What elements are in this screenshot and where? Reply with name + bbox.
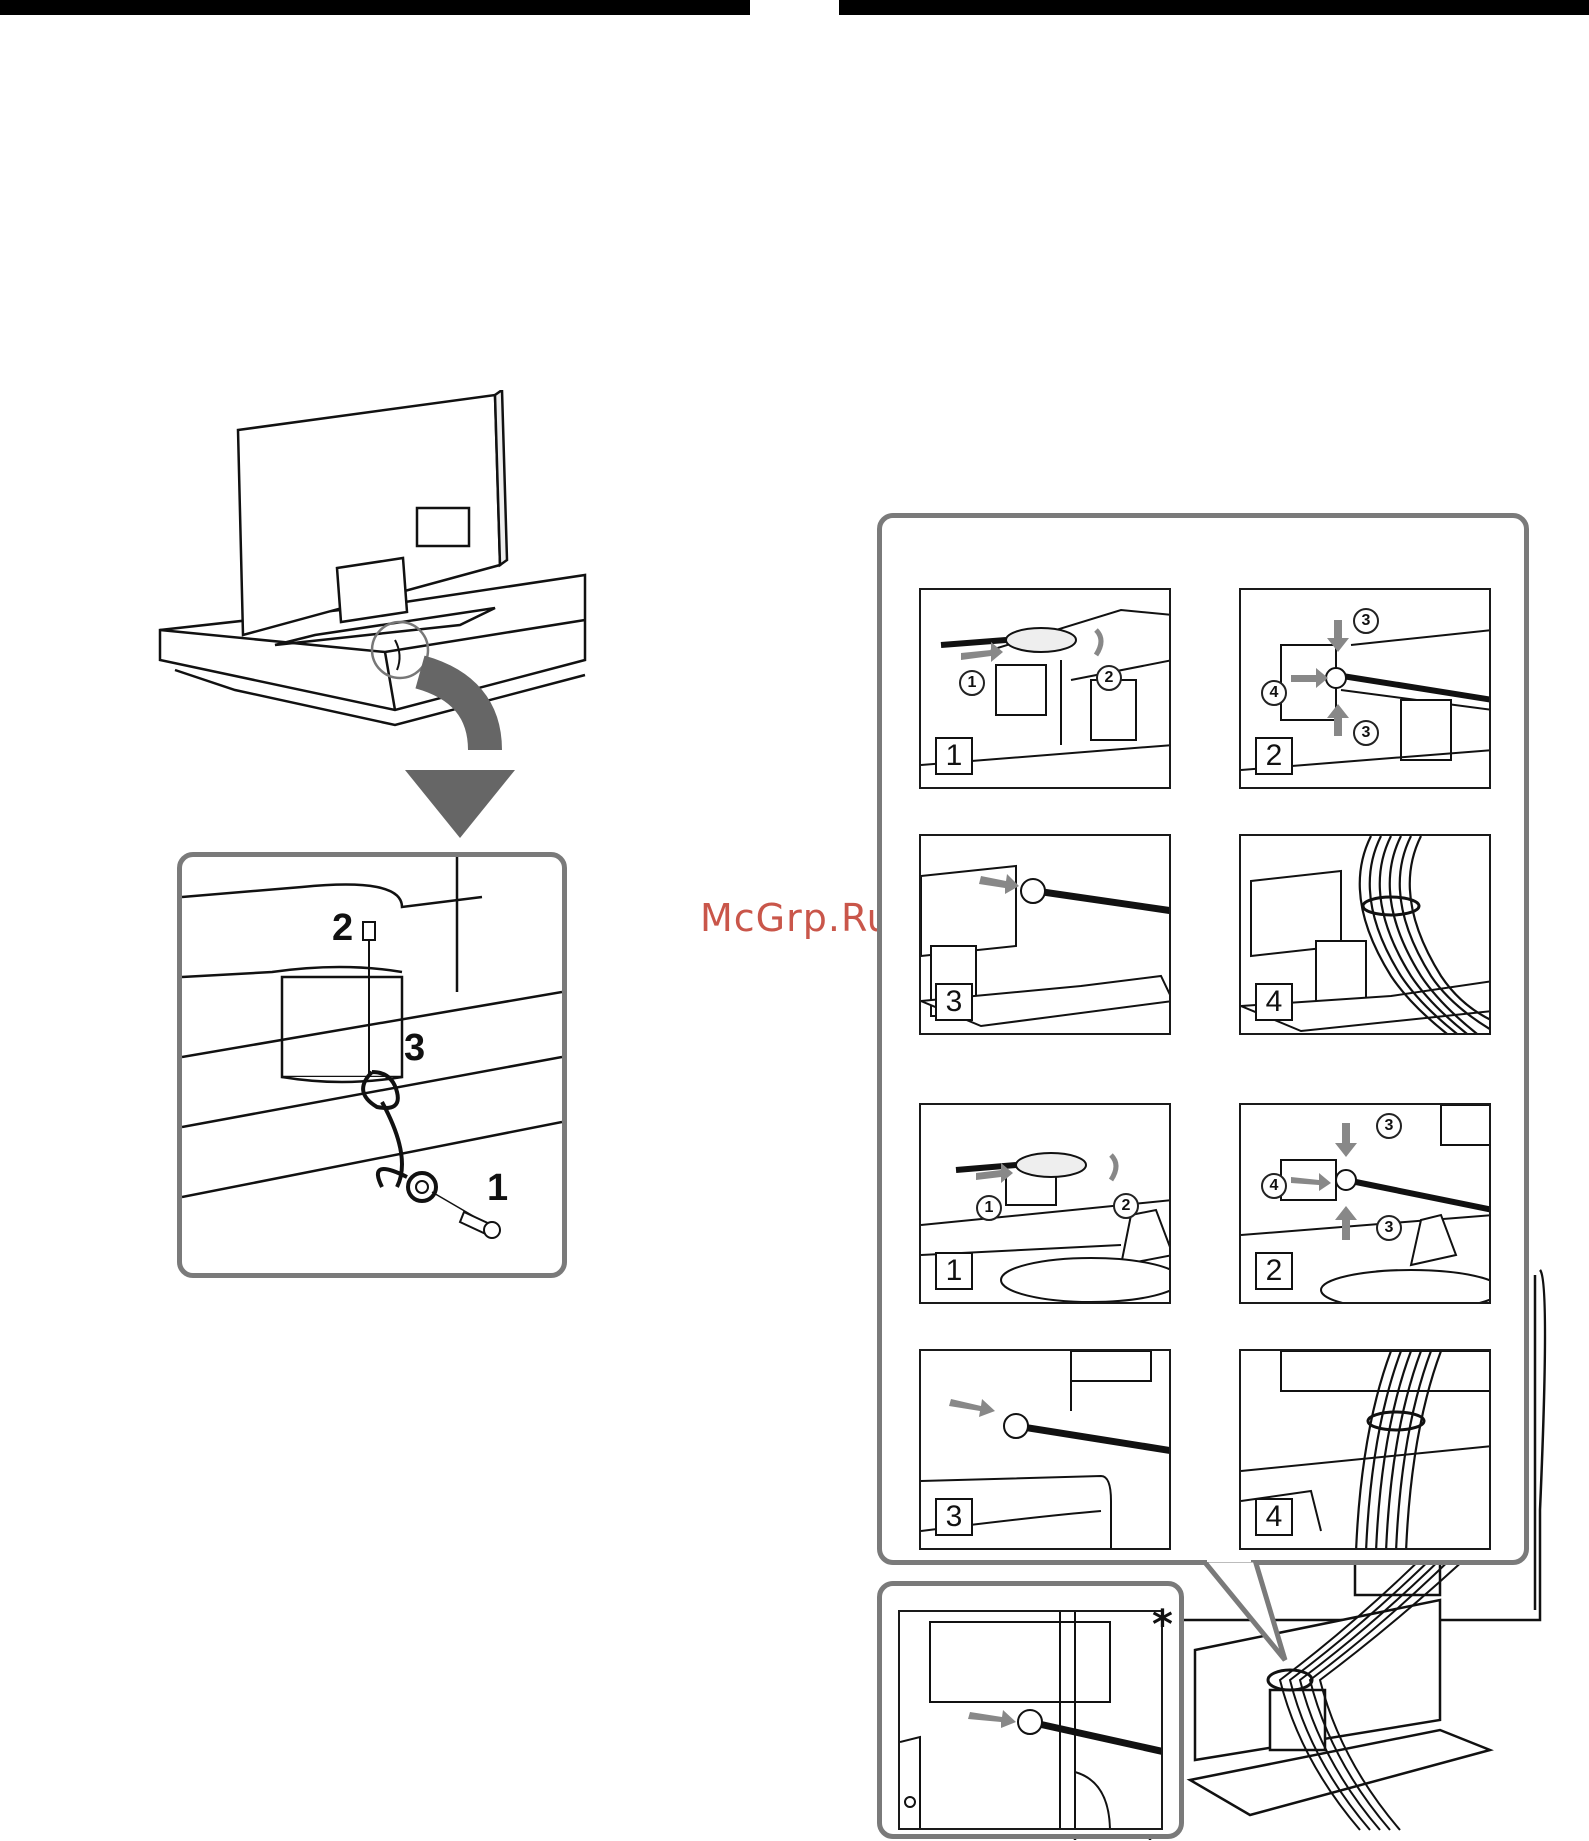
upper-step-4-panel: 4	[1239, 834, 1491, 1035]
circled-1-lower: 1	[976, 1195, 1002, 1221]
watermark: McGrp.Ru	[700, 896, 892, 940]
callout-pointer	[1195, 1560, 1335, 1670]
circled-4: 4	[1261, 680, 1287, 706]
lower-step-1-label: 1	[935, 1252, 973, 1290]
lower-step-4-panel: 4	[1239, 1349, 1491, 1550]
step-number-2: 2	[332, 907, 353, 950]
upper-step-2-label: 2	[1255, 737, 1293, 775]
circled-2: 2	[1096, 665, 1122, 691]
inset-detail-frame	[877, 1581, 1184, 1839]
lower-step-3-label: 3	[935, 1498, 973, 1536]
lower-step-3-panel: 3	[919, 1349, 1171, 1550]
top-rule-right	[839, 0, 1589, 15]
upper-step-1-panel: 1 2 1	[919, 588, 1171, 789]
lower-step-1-panel: 1 2 1	[919, 1103, 1171, 1304]
lower-step-4-label: 4	[1255, 1498, 1293, 1536]
step-number-1: 1	[487, 1167, 508, 1210]
upper-step-3-panel: 3	[919, 834, 1171, 1035]
step-number-3: 3	[404, 1027, 425, 1070]
lower-step-2-label: 2	[1255, 1252, 1293, 1290]
upper-step-1-label: 1	[935, 737, 973, 775]
circled-1: 1	[959, 670, 985, 696]
asterisk-marker: *	[1152, 1602, 1173, 1648]
tv-on-stand-illustration	[155, 390, 595, 760]
circled-3-bottom-lower: 3	[1376, 1215, 1402, 1241]
top-rule-left	[0, 0, 750, 15]
circled-3-bottom: 3	[1353, 720, 1379, 746]
cable-tie-steps-frame: 1 2 1 3 4 3 2	[877, 513, 1529, 1565]
circled-4-lower: 4	[1261, 1173, 1287, 1199]
inset-detail-panel	[898, 1610, 1163, 1830]
down-arrow	[405, 770, 515, 840]
upper-step-2-panel: 3 4 3 2	[1239, 588, 1491, 789]
circled-3-top: 3	[1353, 608, 1379, 634]
detail-callout-frame: 2 3 1	[177, 852, 567, 1278]
upper-step-4-label: 4	[1255, 983, 1293, 1021]
upper-step-3-label: 3	[935, 983, 973, 1021]
circled-3-top-lower: 3	[1376, 1113, 1402, 1139]
lower-step-2-panel: 3 4 3 2	[1239, 1103, 1491, 1304]
circled-2-lower: 2	[1113, 1193, 1139, 1219]
strap-detail-illustration	[182, 857, 562, 1273]
